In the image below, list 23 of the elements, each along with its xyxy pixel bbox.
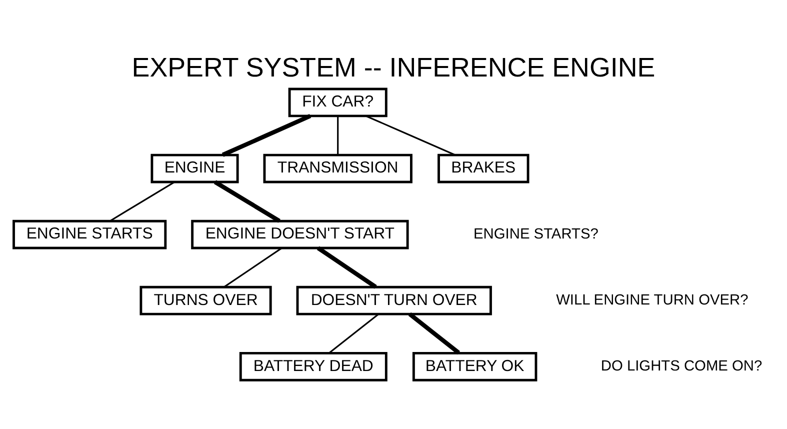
connector [337,115,339,154]
connector [328,312,380,353]
label: DO LIGHTS COME ON? [600,358,762,374]
connector [316,246,377,288]
connector [366,114,456,156]
node-box: DOESN'T TURN OVER [296,285,492,315]
label: ENGINE STARTS? [474,226,598,242]
connector [408,312,460,354]
node-box: BRAKES [438,153,530,183]
node-box: FIX CAR? [288,87,388,117]
connector [224,246,282,288]
diagram-title: EXPERT SYSTEM -- INFERENCE ENGINE [132,52,656,82]
node-box: ENGINE DOESN'T START [191,219,409,249]
node-box: BATTERY OK [412,351,538,381]
node-box: TRANSMISSION [263,153,412,183]
node-box: BATTERY DEAD [239,351,388,381]
node-box: ENGINE [150,153,239,183]
connector [222,114,312,156]
node-box: TURNS OVER [140,285,272,315]
label: WILL ENGINE TURN OVER? [556,292,748,308]
connector [110,180,175,222]
connector [214,180,280,222]
node-box: ENGINE STARTS [12,219,167,249]
